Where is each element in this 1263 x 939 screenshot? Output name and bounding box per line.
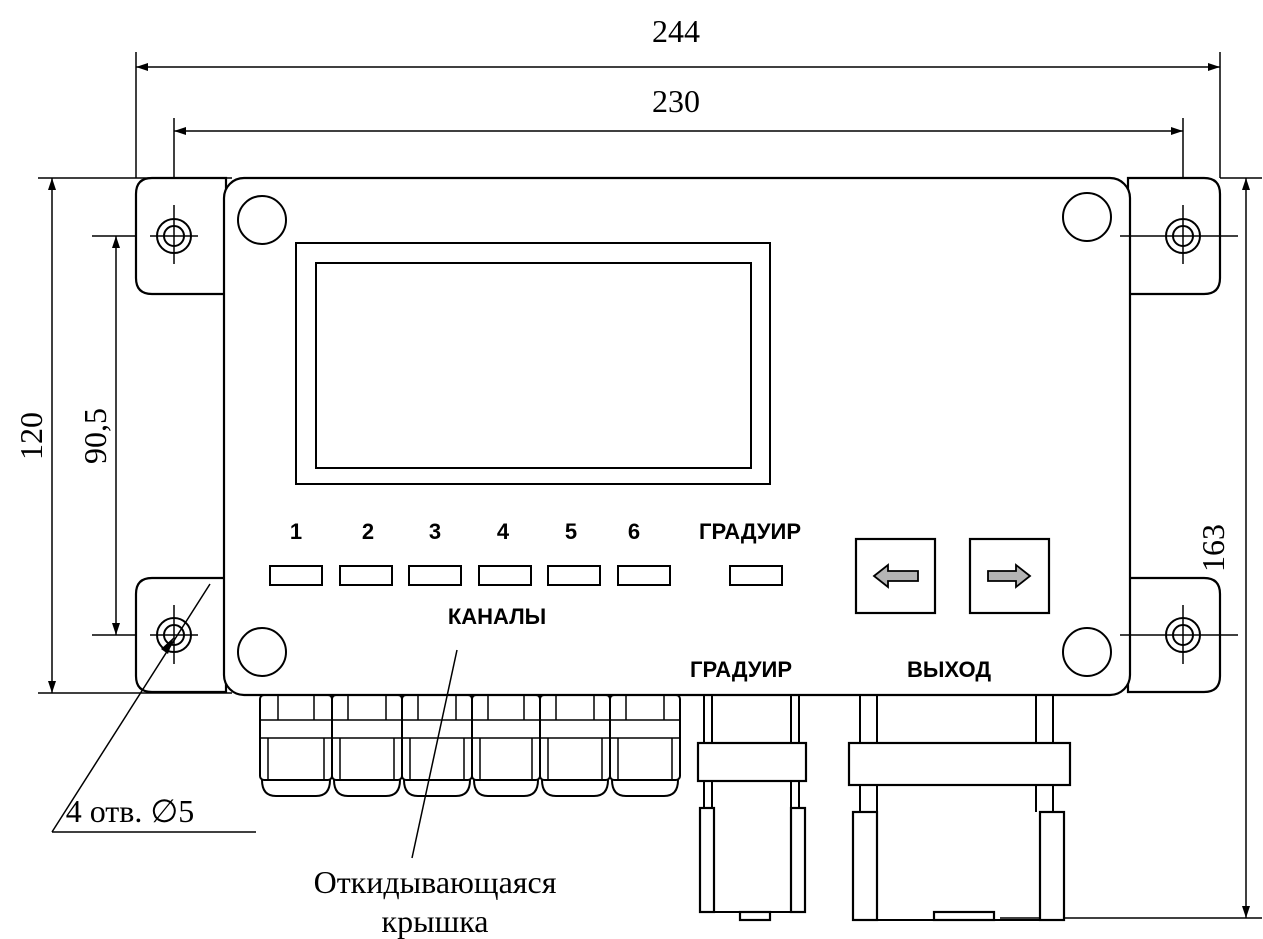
channel-numbers: 1 2 3 4 5 6 ГРАДУИР <box>290 519 801 544</box>
dimension-163-label: 163 <box>1195 524 1231 572</box>
calibrate-indicator-label: ГРАДУИР <box>699 519 801 544</box>
device-housing <box>222 176 1132 697</box>
channels-label: КАНАЛЫ <box>448 604 546 629</box>
mounting-holes <box>150 205 1238 664</box>
dimension-244: 244 <box>135 13 1221 178</box>
calibrate-connector <box>696 695 808 922</box>
channel-indicator-6 <box>617 565 671 586</box>
cover-annotation-line2: крышка <box>382 903 489 939</box>
display-window <box>295 242 771 485</box>
housing-screws <box>237 192 1112 677</box>
dimension-230-label: 230 <box>652 83 700 119</box>
mounting-hole-bottom-left <box>150 605 198 664</box>
channel-indicators <box>269 565 783 586</box>
channel-number-1: 1 <box>290 519 302 544</box>
output-connector-label: ВЫХОД <box>907 657 991 682</box>
dimension-90-5: 90,5 <box>77 235 228 636</box>
arrow-right-icon <box>987 563 1032 589</box>
cable-gland-4 <box>471 694 541 797</box>
calibrate-indicator <box>729 565 783 586</box>
output-connector <box>847 695 1072 922</box>
channel-number-5: 5 <box>565 519 577 544</box>
right-arrow-button[interactable] <box>968 537 1051 615</box>
dimension-163: 163 <box>1000 177 1262 919</box>
channel-number-6: 6 <box>628 519 640 544</box>
channel-indicator-2 <box>339 565 393 586</box>
dimension-90-5-label: 90,5 <box>77 408 113 464</box>
channel-indicator-5 <box>547 565 601 586</box>
mounting-hole-top-left <box>150 205 198 264</box>
calibrate-connector-label: ГРАДУИР <box>690 657 792 682</box>
dimension-230: 230 <box>173 83 1184 290</box>
holes-leader: 4 отв. ∅5 <box>51 583 256 833</box>
channel-number-3: 3 <box>429 519 441 544</box>
channel-indicator-4 <box>478 565 532 586</box>
cable-glands <box>259 694 681 797</box>
channel-number-2: 2 <box>362 519 374 544</box>
cable-gland-5 <box>539 694 611 797</box>
cable-gland-1 <box>259 694 333 797</box>
left-arrow-button[interactable] <box>854 537 937 615</box>
cover-annotation-line1: Откидывающаяся <box>314 864 557 900</box>
channel-indicator-1 <box>269 565 323 586</box>
channel-number-4: 4 <box>497 519 510 544</box>
dimension-120-label: 120 <box>13 412 49 460</box>
dimension-244-label: 244 <box>652 13 700 49</box>
arrow-left-icon <box>872 563 919 589</box>
cable-gland-6 <box>609 694 681 797</box>
mounting-hole-top-right <box>1120 205 1238 264</box>
cable-gland-2 <box>331 694 403 797</box>
mounting-hole-bottom-right <box>1120 605 1238 664</box>
channel-indicator-3 <box>408 565 462 586</box>
cover-leader: Откидывающаяся крышка <box>314 649 557 939</box>
holes-annotation: 4 отв. ∅5 <box>66 793 195 829</box>
